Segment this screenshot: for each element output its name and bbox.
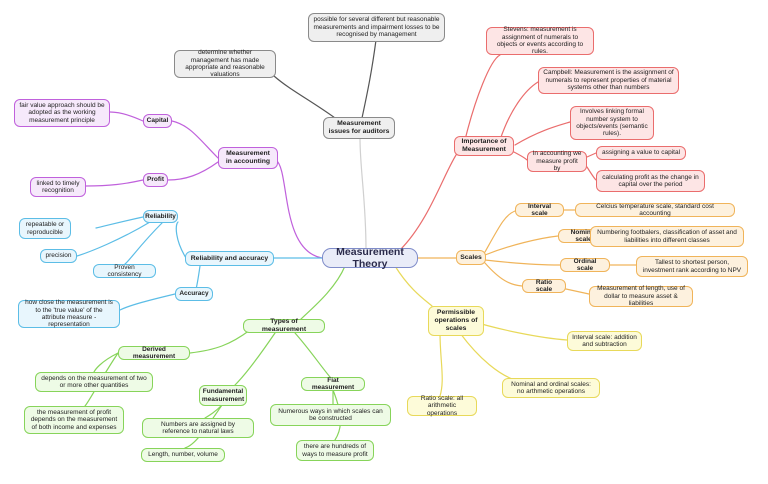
topic-reliability-accuracy[interactable]: Reliability and accuracy xyxy=(185,251,274,266)
edge-center-auditors xyxy=(359,137,367,251)
node-profit[interactable]: Profit xyxy=(143,173,168,187)
node-reliability[interactable]: Reliability xyxy=(143,210,178,223)
node-linking[interactable]: Involves linking formal number system to… xyxy=(570,106,654,140)
edge-accounting-capital xyxy=(171,120,219,159)
edge-ra-reliability xyxy=(175,221,187,259)
node-fiat[interactable]: Fiat measurement xyxy=(301,377,365,391)
edge-capital-fair xyxy=(109,111,144,122)
edge-scales-interval xyxy=(484,210,516,253)
accounting-branches xyxy=(85,111,219,187)
edge-types-fundamental xyxy=(234,332,276,386)
node-ordinal[interactable]: Ordinal scale xyxy=(560,258,610,272)
node-stevens[interactable]: Stevens: measurement is assignment of nu… xyxy=(486,26,594,55)
edge-center-permissible xyxy=(394,265,433,307)
edge-accounting-calculating xyxy=(586,166,597,181)
node-accuracy-def[interactable]: how close the measurement is to the 'tru… xyxy=(18,299,120,328)
node-accuracy[interactable]: Accuracy xyxy=(175,287,213,301)
node-nominal-ex[interactable]: Numbering footbalers, classification of … xyxy=(590,226,744,247)
node-ordinal-ex[interactable]: Tallest to shortest person, investment r… xyxy=(636,256,748,277)
node-precision[interactable]: precision xyxy=(40,249,77,263)
edge-profit-linked xyxy=(85,179,144,187)
edge-types-derived xyxy=(189,329,251,354)
types-branches xyxy=(84,329,341,449)
topic-types[interactable]: Types of measurement xyxy=(243,318,325,333)
node-derived[interactable]: Derived measurement xyxy=(118,346,190,360)
topic-accounting[interactable]: Measurement in accounting xyxy=(218,147,278,169)
scales-branches xyxy=(484,209,637,295)
node-proven[interactable]: Proven consistency xyxy=(93,264,156,278)
node-derived-depends[interactable]: depends on the measurement of two or mor… xyxy=(35,372,153,392)
edge-importance-stevens xyxy=(465,54,501,137)
node-ratio[interactable]: Ratio scale xyxy=(522,279,566,293)
edge-scales-nominal xyxy=(484,235,559,256)
node-repeatable[interactable]: repeatable or reproducible xyxy=(19,218,71,239)
node-ratio-ex[interactable]: Measurement of length, use of dollar to … xyxy=(589,285,693,307)
edge-center-importance xyxy=(399,151,459,251)
node-profit-linked[interactable]: linked to timely recognition xyxy=(30,177,86,197)
node-interval[interactable]: Interval scale xyxy=(515,203,564,217)
node-perm-ratio[interactable]: Ratio scale: all arithmetic operations xyxy=(407,395,477,417)
node-perm-interval[interactable]: Interval scale: addition and subtraction xyxy=(567,331,642,351)
topic-scales[interactable]: Scales xyxy=(456,250,486,265)
node-perm-nominal[interactable]: Nominal and ordinal scales: no arthmetic… xyxy=(502,378,600,398)
edge-fundamental-numbers xyxy=(204,404,223,419)
node-fiat-ways[interactable]: Numerous ways in which scales can be con… xyxy=(270,404,391,426)
node-auditors-determine[interactable]: determine whether management has made ap… xyxy=(174,49,276,78)
edge-types-fiat xyxy=(294,332,331,378)
edge-reliability-proven xyxy=(124,222,163,265)
edge-reliability-repeatable xyxy=(95,216,144,229)
node-derived-profit[interactable]: the measurement of profit depends on the… xyxy=(24,406,124,434)
node-campbell[interactable]: Campbell: Measurement is the assignment … xyxy=(538,67,679,94)
node-fiat-hundreds[interactable]: there are hundreds of ways to measure pr… xyxy=(296,440,374,461)
topic-auditors[interactable]: Measurement issues for auditors xyxy=(323,117,395,139)
auditor-branches xyxy=(273,39,377,119)
node-interval-ex[interactable]: Celcius temperature scale, standard cost… xyxy=(575,203,735,217)
edge-importance-campbell xyxy=(499,81,539,141)
edge-reliability-precision xyxy=(76,221,151,257)
central-topic[interactable]: Measurement Theory xyxy=(322,246,418,270)
edge-accounting-profit xyxy=(167,161,219,181)
edge-ratio-ex xyxy=(565,288,590,295)
center-branches xyxy=(273,137,459,321)
edge-importance-linking xyxy=(514,121,571,146)
node-assigning[interactable]: assigning a value to capital xyxy=(596,146,686,160)
node-fundamental[interactable]: Fundamental measurement xyxy=(199,385,247,406)
edge-center-types xyxy=(299,265,346,321)
node-capital[interactable]: Capital xyxy=(143,114,172,128)
node-accounting-profit[interactable]: In accounting we measure profit by xyxy=(527,150,587,172)
node-fund-numbers[interactable]: Numbers are assigned by reference to nat… xyxy=(142,418,254,438)
node-fund-length[interactable]: Length, number, volume xyxy=(141,448,225,462)
node-auditors-possible[interactable]: possible for several different but reaso… xyxy=(308,13,445,42)
edge-scales-ratio xyxy=(484,262,523,287)
edge-perm-nominal xyxy=(459,332,516,381)
edge-perm-ratio xyxy=(439,332,443,397)
edge-center-accounting xyxy=(275,159,323,259)
edge-auditors-possible xyxy=(361,39,377,119)
edge-auditors-determine xyxy=(273,75,336,119)
edge-derived-depends xyxy=(93,352,119,373)
node-calculating[interactable]: calculating profit as the change in capi… xyxy=(596,170,705,192)
node-capital-fair[interactable]: fair value approach should be adopted as… xyxy=(14,99,110,127)
edge-scales-ordinal xyxy=(484,259,561,266)
topic-importance[interactable]: Importance of Measurement xyxy=(454,136,514,156)
topic-permissible[interactable]: Permissible operations of scales xyxy=(428,306,484,336)
edge-accounting-assigning xyxy=(586,152,597,158)
edge-accuracy-def xyxy=(119,293,176,311)
